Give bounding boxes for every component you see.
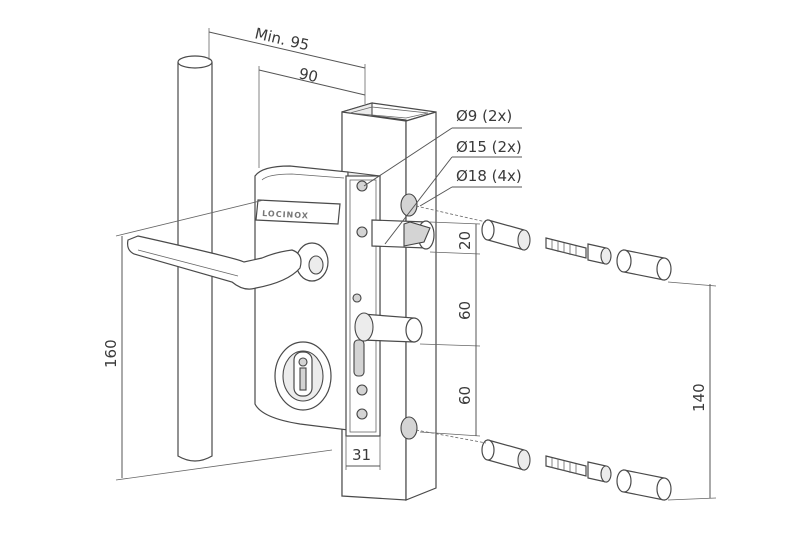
spacer-tube-bottom <box>481 439 531 471</box>
face-plate <box>345 175 381 437</box>
label-hole-18: Ø18 (4x) <box>456 167 522 185</box>
label-20: 20 <box>456 231 474 250</box>
handle[interactable] <box>127 235 329 290</box>
label-31: 31 <box>352 446 371 464</box>
screw-top <box>545 237 612 265</box>
cylinder-rosette <box>274 341 332 411</box>
brand-plate: LOCINOX <box>255 199 341 225</box>
label-hole-15: Ø15 (2x) <box>456 138 522 156</box>
bolt <box>354 312 423 343</box>
label-min-95: Min. 95 <box>253 24 311 54</box>
fixing-set-bottom <box>481 439 672 501</box>
label-60-top: 60 <box>456 301 474 320</box>
label-160: 160 <box>102 339 120 368</box>
label-hole-9: Ø9 (2x) <box>456 107 512 125</box>
cap-nut-bottom <box>616 469 672 501</box>
dimension-lines <box>115 28 717 501</box>
cap-nut-top <box>616 249 672 281</box>
brand-text: LOCINOX <box>262 209 309 220</box>
label-140: 140 <box>690 383 708 412</box>
label-90: 90 <box>297 64 320 86</box>
screw-bottom <box>545 455 612 483</box>
fixing-set-top <box>481 219 672 281</box>
dimension-labels: Min. 95 90 Ø9 (2x) Ø15 (2x) Ø18 (4x) 20 … <box>102 24 708 464</box>
latch <box>371 219 435 250</box>
spacer-tube-top <box>481 219 531 251</box>
label-60-bottom: 60 <box>456 386 474 405</box>
